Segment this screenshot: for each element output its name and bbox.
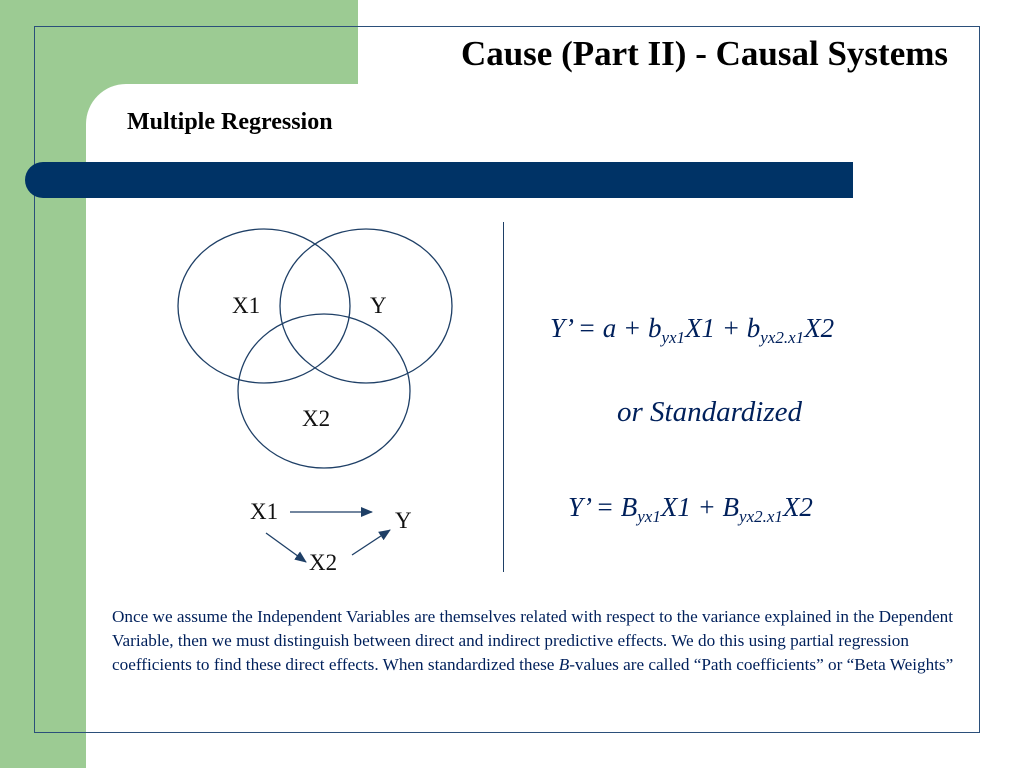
slide-title: Cause (Part II) - Causal Systems: [460, 34, 948, 73]
venn-circle-x2: [237, 313, 411, 469]
regression-equation: Y’ = a + byx1X1 + byx2.x1X2: [550, 313, 835, 347]
venn-circle-x1: [177, 228, 351, 384]
path-label-x1: X1: [250, 499, 279, 524]
eq1-sub2: yx2.x1: [760, 328, 805, 347]
arrow-x1-to-x2: [265, 532, 307, 563]
paragraph-italic-b: B: [558, 655, 570, 674]
or-standardized-text: or Standardized: [617, 396, 803, 428]
eq2-lhs: Y’ = B: [568, 492, 638, 522]
path-label-x2: X2: [309, 550, 338, 575]
venn-label-y: Y: [370, 293, 387, 318]
slide-subtitle: Multiple Regression: [127, 109, 333, 135]
eq2-x2: X2: [782, 492, 813, 522]
eq1-x2: X2: [804, 313, 835, 343]
explanation-paragraph: Once we assume the Independent Variables…: [112, 605, 972, 677]
eq1-x1: X1: [685, 313, 716, 343]
paragraph-part2: -values are called “Path coefficients” o…: [569, 655, 954, 674]
green-side-band: [0, 0, 86, 768]
paragraph-part1: Once we assume the Independent Variables…: [112, 607, 954, 674]
eq2-plus-b: + B: [690, 492, 740, 522]
eq2-sub2: yx2.x1: [739, 507, 783, 526]
slide-frame: [34, 26, 980, 733]
eq1-plus-b: + b: [715, 313, 761, 343]
green-top-band: [86, 0, 358, 84]
eq2-x1: X1: [660, 492, 691, 522]
standardized-equation: Y’ = Byx1X1 + Byx2.x1X2: [568, 492, 813, 526]
eq1-sub1: yx1: [661, 328, 686, 347]
eq2-sub1: yx1: [637, 507, 661, 526]
eq1-lhs: Y’ = a + b: [550, 313, 662, 343]
venn-label-x1: X1: [232, 293, 261, 318]
venn-label-x2: X2: [302, 406, 331, 431]
path-label-y: Y: [395, 508, 412, 533]
header-bar: [25, 162, 853, 198]
vertical-divider: [503, 222, 504, 572]
arrow-x2-to-y: [351, 529, 391, 556]
venn-circle-y: [279, 228, 453, 384]
content-panel: [86, 84, 1024, 768]
